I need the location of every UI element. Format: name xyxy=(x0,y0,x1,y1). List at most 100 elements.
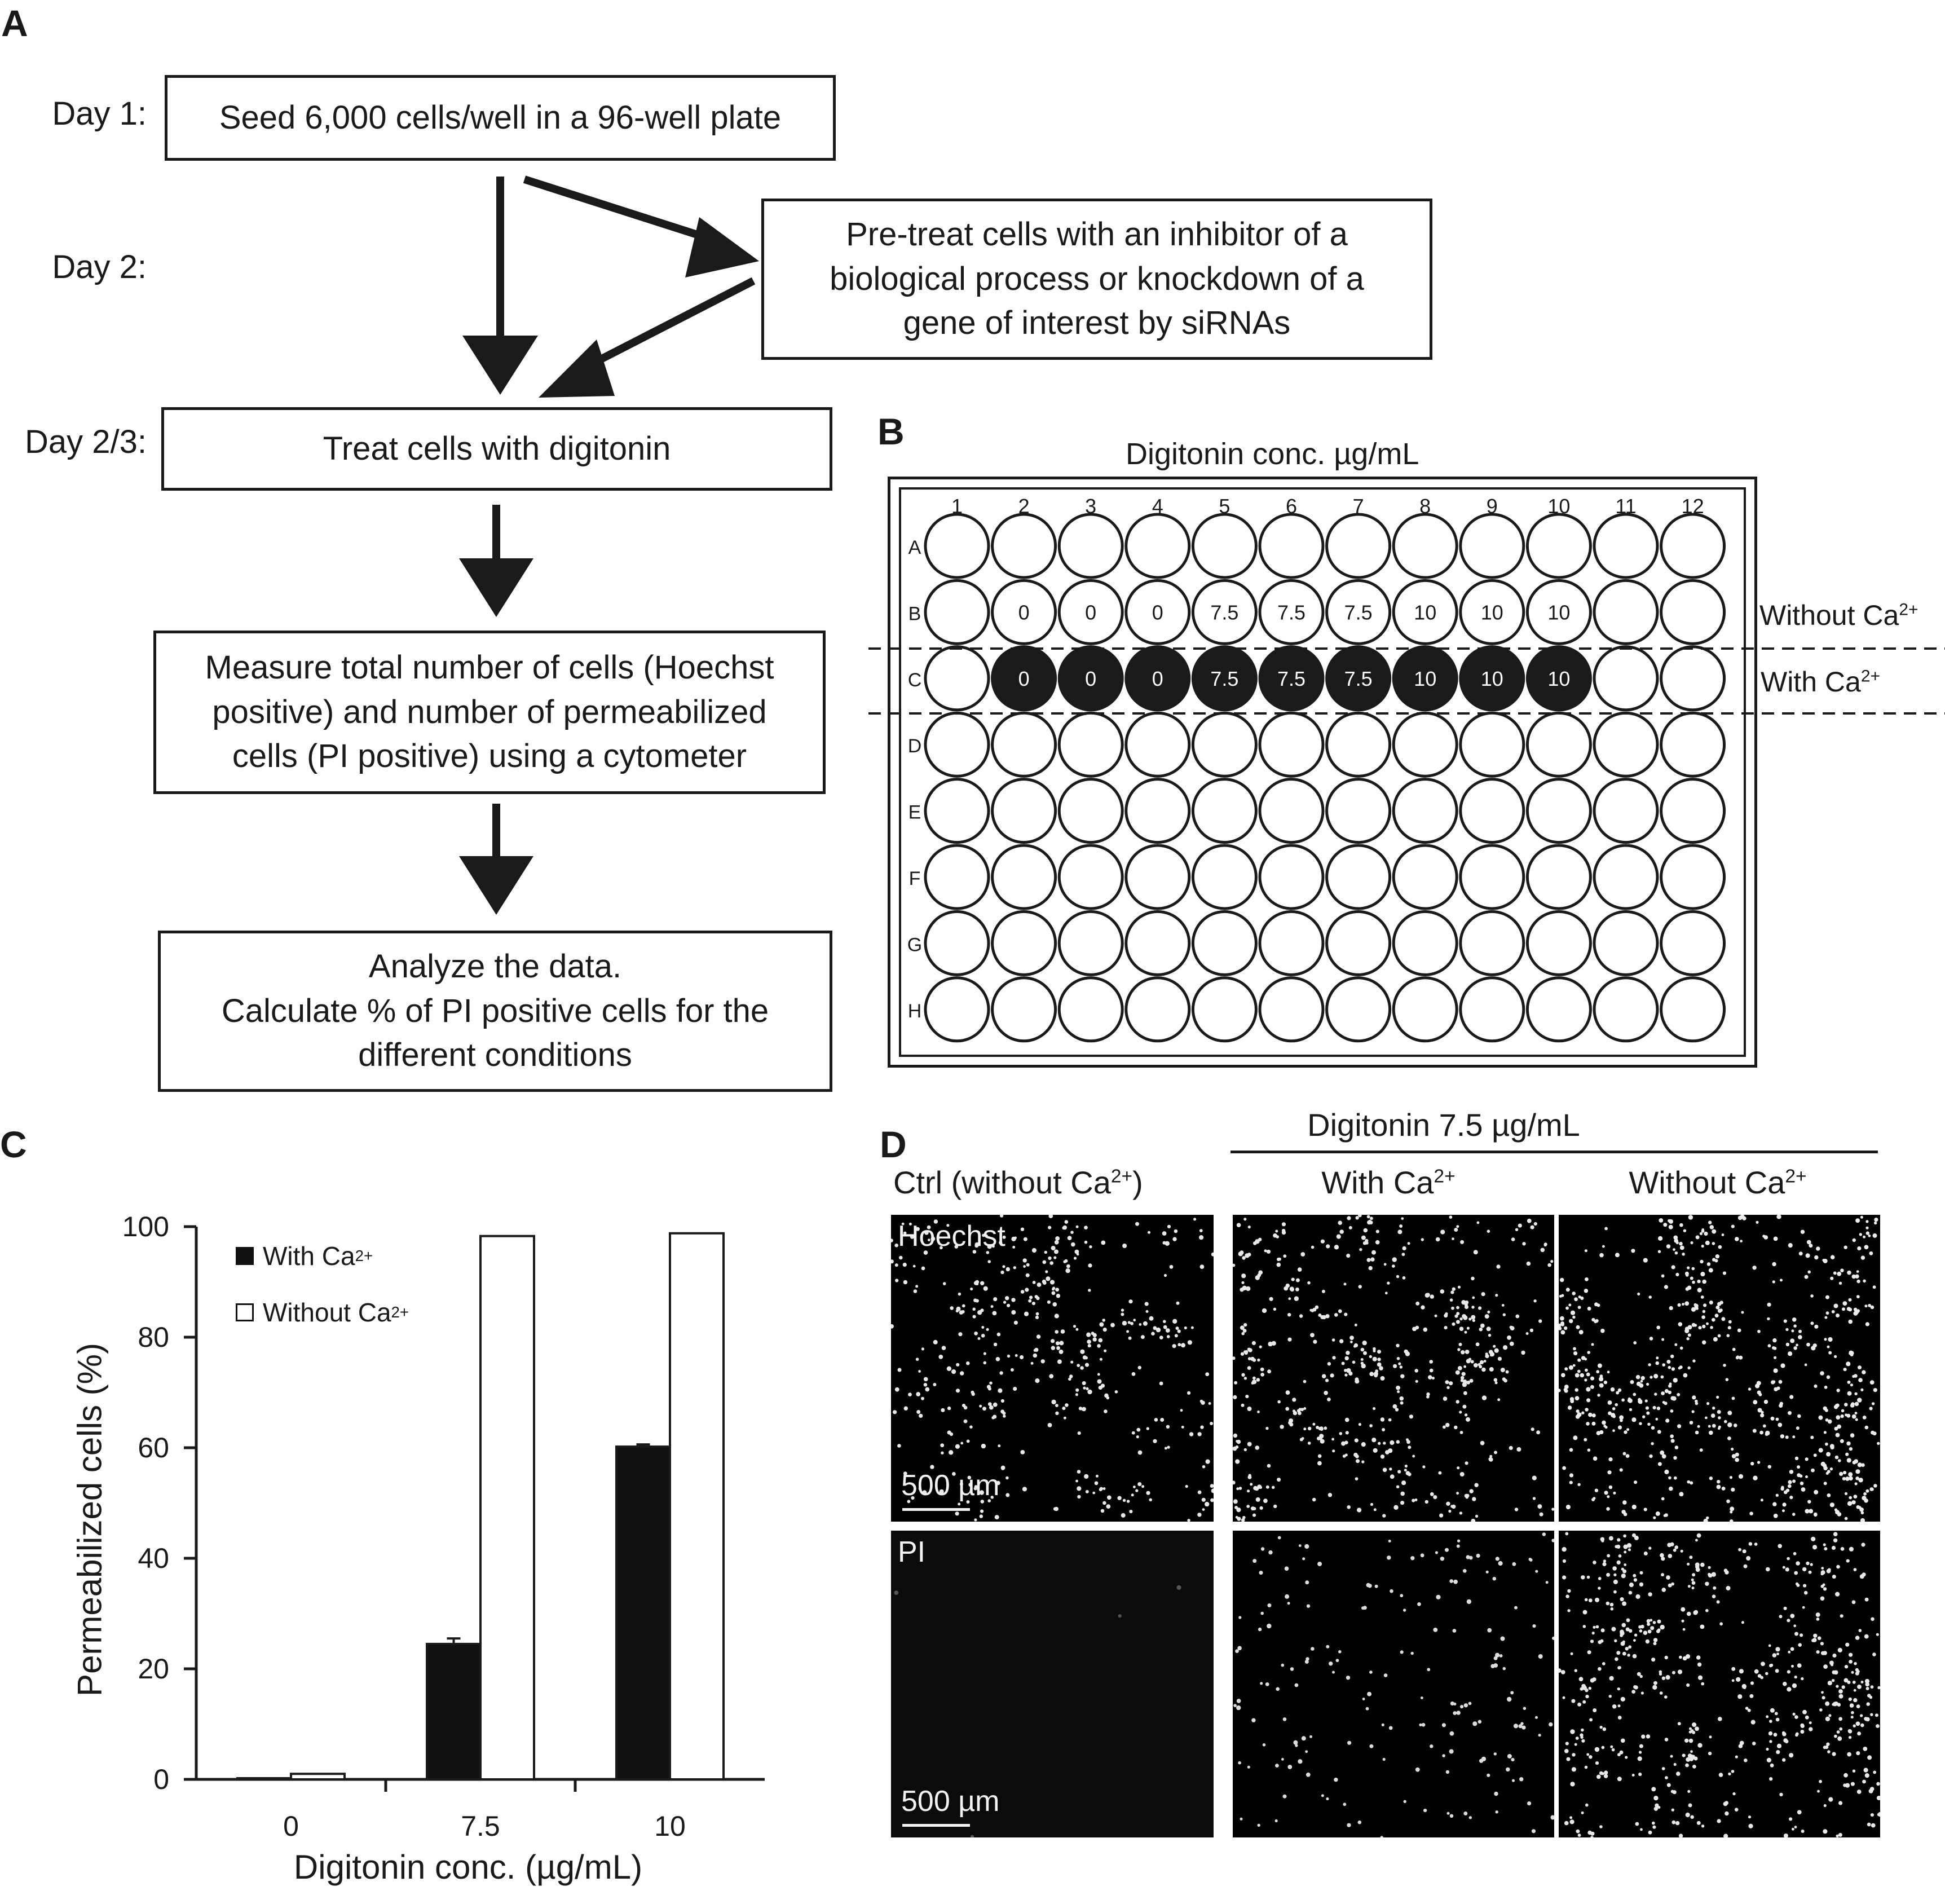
cell-dot xyxy=(1338,1220,1342,1225)
cell-dot xyxy=(1013,1320,1018,1325)
cell-dot xyxy=(1542,1532,1546,1536)
cell-dot xyxy=(1176,1301,1180,1305)
cell-dot xyxy=(1065,1403,1069,1407)
cell-dot xyxy=(1505,1370,1509,1374)
cell-dot xyxy=(1675,1241,1679,1245)
cell-dot xyxy=(1766,1757,1771,1762)
cell-dot xyxy=(1725,1801,1728,1805)
cell-dot xyxy=(1388,1448,1393,1453)
cell-dot xyxy=(1767,1317,1770,1321)
cell-dot xyxy=(1321,1794,1324,1797)
cell-dot xyxy=(1414,1498,1418,1501)
cell-dot xyxy=(1593,1561,1596,1564)
cell-dot xyxy=(1396,1357,1400,1360)
cell-dot xyxy=(1855,1218,1860,1223)
cell-dot xyxy=(1459,1326,1464,1331)
cell-dot xyxy=(1312,1497,1316,1502)
cell-dot xyxy=(1628,1645,1631,1649)
cell-dot xyxy=(1591,1421,1596,1426)
cell-dot xyxy=(1443,1425,1446,1429)
cell-dot xyxy=(1586,1398,1591,1403)
cell-dot xyxy=(1595,1625,1599,1629)
cell-dot xyxy=(1696,1821,1701,1825)
cell-dot xyxy=(1445,1422,1450,1427)
col-header-without-ca: Without Ca2+ xyxy=(1629,1165,1807,1200)
cell-dot xyxy=(1790,1338,1795,1343)
well-E6 xyxy=(1258,778,1325,844)
cell-dot xyxy=(1589,1755,1593,1759)
cell-dot xyxy=(1816,1617,1820,1621)
well-E4 xyxy=(1124,778,1191,844)
cell-dot xyxy=(1384,1292,1388,1295)
cell-dot xyxy=(894,1263,898,1267)
cell-dot xyxy=(1308,1426,1312,1431)
cell-dot xyxy=(1783,1681,1787,1686)
cell-dot xyxy=(1330,1373,1334,1378)
cell-dot xyxy=(998,1444,1001,1448)
cell-dot xyxy=(1348,1226,1352,1229)
cell-dot xyxy=(1655,1361,1659,1365)
cell-dot xyxy=(1697,1675,1703,1680)
cell-dot xyxy=(1273,1504,1277,1509)
well-A12 xyxy=(1660,513,1726,579)
cell-dot xyxy=(899,1255,903,1260)
cell-dot xyxy=(1867,1822,1871,1827)
cell-dot xyxy=(1077,1470,1081,1474)
cell-dot xyxy=(1687,1366,1691,1370)
cell-dot xyxy=(1317,1461,1322,1466)
cell-dot xyxy=(1706,1402,1710,1405)
day-2-3-label: Day 2/3: xyxy=(25,424,147,460)
cell-dot xyxy=(1638,1773,1642,1777)
cell-dot xyxy=(1602,1245,1605,1248)
cell-dot xyxy=(1871,1402,1875,1405)
x-tick-label-10: 10 xyxy=(654,1810,686,1842)
well-E10 xyxy=(1525,778,1592,844)
cell-dot xyxy=(1610,1607,1614,1611)
cell-dot xyxy=(1289,1286,1294,1292)
cell-dot xyxy=(933,1383,937,1386)
well-C3 xyxy=(1057,645,1124,712)
cell-dot xyxy=(1563,1387,1568,1392)
cell-dot xyxy=(939,1489,944,1494)
cell-dot xyxy=(1847,1391,1852,1396)
cell-dot xyxy=(1370,1502,1374,1506)
cell-dot xyxy=(1600,1328,1605,1333)
cell-dot xyxy=(1054,1314,1059,1319)
cell-dot xyxy=(1868,1234,1871,1237)
cell-dot xyxy=(1380,1455,1385,1459)
cell-dot xyxy=(1053,1256,1057,1259)
cell-dot xyxy=(1755,1383,1760,1389)
cell-dot xyxy=(1031,1302,1035,1306)
cell-dot xyxy=(1460,1376,1465,1380)
cell-dot xyxy=(1698,1326,1702,1330)
cell-dot xyxy=(1631,1249,1635,1253)
cell-dot xyxy=(1382,1757,1386,1761)
cell-dot xyxy=(1440,1289,1445,1294)
cell-dot xyxy=(1815,1612,1820,1617)
cell-dot xyxy=(1794,1571,1798,1575)
cell-dot xyxy=(1650,1626,1655,1630)
cell-dot xyxy=(1397,1229,1402,1235)
cell-dot xyxy=(1242,1256,1246,1260)
cell-dot xyxy=(1836,1685,1839,1688)
cell-dot xyxy=(1489,1455,1493,1458)
cell-dot xyxy=(1015,1354,1018,1357)
cell-dot xyxy=(1154,1418,1158,1422)
cell-dot xyxy=(1122,1244,1127,1248)
cell-dot xyxy=(1854,1401,1859,1407)
cell-dot xyxy=(1211,1252,1214,1257)
cell-dot xyxy=(989,1381,993,1385)
cell-dot xyxy=(1013,1266,1016,1270)
cell-dot xyxy=(1075,1388,1079,1392)
cell-dot xyxy=(1845,1783,1850,1788)
cell-dot xyxy=(1655,1417,1659,1421)
cell-dot xyxy=(1051,1291,1056,1295)
cell-dot xyxy=(1321,1374,1326,1378)
image-with-ca-hoechst xyxy=(1233,1215,1554,1522)
y-tick-label-60: 60 xyxy=(138,1432,169,1464)
cell-dot xyxy=(1811,1468,1815,1473)
cell-dot xyxy=(1392,1264,1395,1268)
cell-dot xyxy=(1708,1425,1711,1428)
cell-dot xyxy=(1823,1482,1827,1486)
cell-dot xyxy=(1861,1463,1865,1467)
